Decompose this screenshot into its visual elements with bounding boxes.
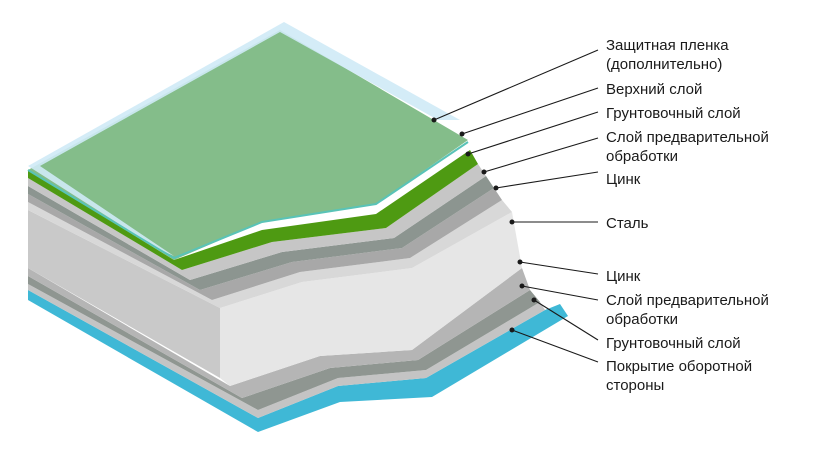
label-zinc-bottom: Цинк: [606, 268, 641, 285]
label-primer-top: Грунтовочный слой: [606, 105, 741, 122]
top-zinc-layer: [28, 188, 502, 300]
label-pretreatment-top-line2: обработки: [606, 148, 678, 165]
label-protective-film-line1: Защитная пленка: [606, 37, 729, 54]
top-pretreatment-layer: [28, 176, 494, 290]
leader-zinc-bottom: [519, 261, 599, 275]
leader-dot-top-coat: [459, 131, 465, 137]
steel-side-face: [220, 212, 522, 386]
protective-film-edge: [27, 141, 469, 260]
leader-dot-pretreatment-top: [481, 169, 487, 175]
leader-lines: [431, 49, 599, 363]
label-pretreatment-bottom-line1: Слой предварительной: [606, 292, 769, 309]
leader-dot-back-coating: [509, 327, 515, 333]
label-protective-film-line2: (дополнительно): [606, 56, 722, 73]
top-coat-edge: [28, 150, 478, 270]
leader-dot-primer-top: [465, 151, 471, 157]
leader-primer-top: [467, 111, 599, 155]
label-pretreatment-top-line1: Слой предварительной: [606, 129, 769, 146]
leader-pretreatment-bottom: [521, 285, 599, 301]
leader-pretreatment-top: [483, 137, 599, 173]
label-back-coating-line1: Покрытие оборотной: [606, 358, 752, 375]
label-zinc-top: Цинк: [606, 171, 641, 188]
leader-back-coating: [511, 329, 599, 363]
leader-zinc-top: [495, 171, 599, 189]
back-coating-layer: [28, 290, 568, 432]
label-steel: Сталь: [606, 215, 649, 232]
label-pretreatment-bottom-line2: обработки: [606, 311, 678, 328]
layer-labels: Защитная пленка (дополнительно) Верхний …: [606, 37, 769, 394]
label-top-coat: Верхний слой: [606, 81, 702, 98]
top-primer-layer: [28, 164, 486, 280]
top-coat-surface: [28, 30, 468, 260]
leader-dot-steel: [509, 219, 515, 225]
leader-top-coat: [461, 87, 599, 135]
steel-top-edge: [28, 200, 512, 308]
back-zinc-layer: [28, 268, 530, 398]
leader-dot-primer-bottom: [531, 297, 537, 303]
leader-dot-zinc-top: [493, 185, 499, 191]
steel-front-face: [28, 210, 220, 378]
leader-protective-film: [433, 49, 599, 121]
leader-dot-zinc-bottom: [517, 259, 523, 265]
leader-primer-bottom: [533, 299, 599, 341]
leader-dot-protective-film: [431, 117, 437, 123]
label-back-coating-line2: стороны: [606, 377, 664, 394]
label-primer-bottom: Грунтовочный слой: [606, 335, 741, 352]
leader-dot-pretreatment-bottom: [519, 283, 525, 289]
